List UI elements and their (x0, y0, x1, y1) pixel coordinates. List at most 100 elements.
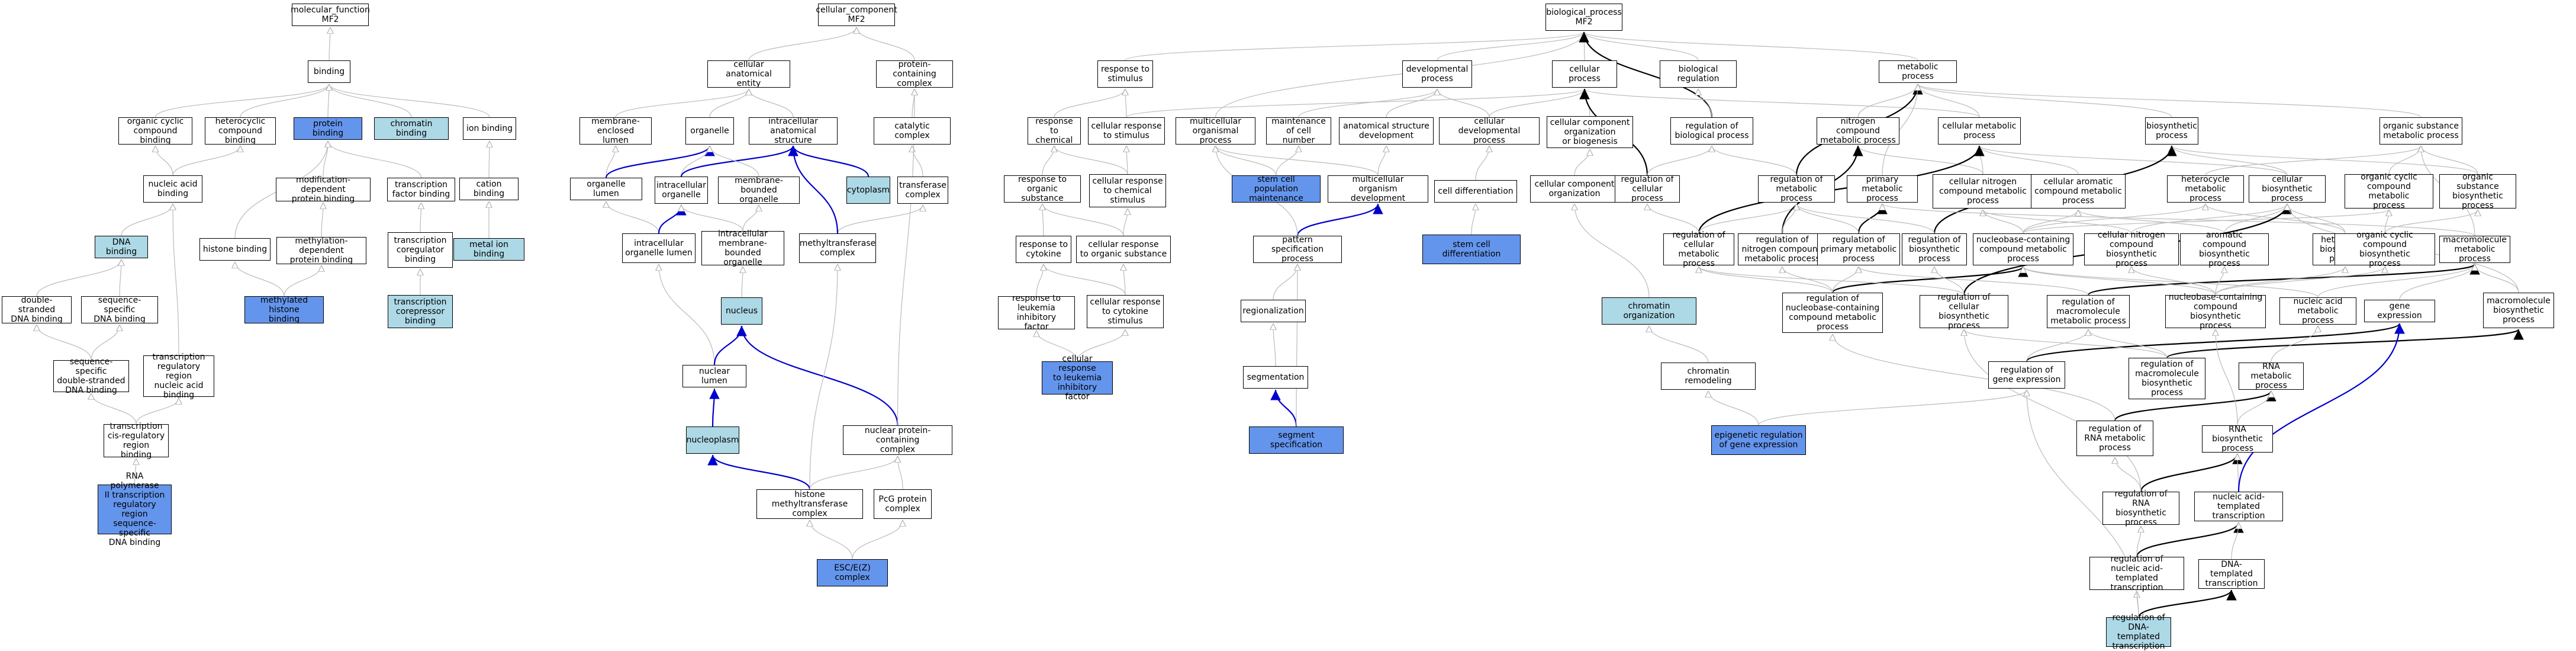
edge-reg-rna-biosynthetic-to-reg-rna-mp (2115, 457, 2142, 492)
edge-reg-gene-expression-to-gene-expression (2026, 322, 2405, 362)
node-regionalization: regionalization (1241, 300, 1306, 322)
edge-transferase-complex-to-catalytic-complex (912, 146, 923, 177)
edge-cellular-response-to-stimulus-to-cellular-process (1126, 88, 1585, 118)
edge-ic-organelle-lumen-to-organelle-lumen (606, 201, 659, 234)
edge-reg-rna-mp-to-rna-mp (2114, 390, 2276, 421)
edge-metabolic-process-to-bp (1584, 31, 1918, 61)
node-catalytic-complex: catalytic complex (874, 117, 951, 145)
node-response-to-stimulus: response to stimulus (1097, 60, 1153, 88)
node-ds-dna-binding: double-stranded DNA binding (2, 296, 72, 324)
edge-nucleoplasm-to-nuclear-lumen (709, 388, 720, 427)
node-pcg-complex: PcG protein complex (874, 489, 932, 519)
node-cellular-nitrogen-compound-mp: cellular nitrogen compound metabolic pro… (1933, 174, 2033, 209)
node-metabolic-process: metabolic process (1879, 60, 1957, 83)
node-stem-cell-differentiation: stem cell differentiation (1422, 235, 1521, 264)
edge-reg-macromolecule-mp-to-macromolecule-mp (2087, 263, 2480, 296)
node-transferase-complex: transferase complex (897, 177, 948, 204)
node-cellular-response-to-cytokine: cellular response to cytokine stimulus (1087, 295, 1164, 328)
node-cell-anat-entity: cellular anatomical entity (707, 60, 790, 88)
edge-ic-anat-structure-to-cell-anat-entity (749, 88, 794, 118)
node-tr-reg-region-na-binding: transcription regulatory region nucleic … (143, 352, 214, 400)
node-tr-corepressor-binding: transcription corepressor binding (388, 295, 453, 328)
edge-seq-spec-ds-dna-binding-to-seq-spec-dna-binding (91, 325, 120, 361)
edge-cellular-nitrogen-compound-mp-to-nitrogen-compound-mp (1858, 145, 1983, 175)
node-mf: molecular_function MF2 (291, 4, 370, 26)
node-biosynthetic-process: biosynthetic process (2145, 117, 2198, 145)
edge-tr-reg-region-na-binding-to-nucleic-acid-binding (173, 204, 179, 356)
node-multicellular-organismal-process: multicellular organismal process (1176, 117, 1255, 145)
node-organelle-lumen: organelle lumen (570, 178, 642, 200)
edge-reg-rna-biosynthetic-to-reg-cellular-biosynthetic (1964, 329, 2142, 492)
node-tf-binding: transcription factor binding (387, 178, 455, 201)
node-developmental-process: developmental process (1402, 60, 1472, 88)
edge-chromatin-binding-to-binding (329, 84, 412, 118)
node-nitrogen-compound-mp: nitrogen compound metabolic process (1817, 117, 1899, 145)
node-esc-e-z-complex: ESC/E(Z) complex (817, 559, 888, 586)
node-ic-mb-organelle: intracellular membrane-bounded organelle (701, 229, 784, 267)
edge-cellular-response-to-chemical-to-response-to-chemical (1054, 145, 1128, 175)
node-epigenetic-reg-gene-expression: epigenetic regulation of gene expression (1711, 425, 1806, 455)
edge-seq-spec-dna-binding-to-dna-binding (120, 259, 121, 297)
edge-nucleobase-containing-compound-biosynthetic-to-aromatic-compound-biosynthetic (2215, 267, 2224, 296)
edge-nucleic-acid-mp-to-macromolecule-mp (2317, 264, 2475, 298)
edge-nucleus-to-ic-mb-organelle (742, 267, 743, 298)
node-reg-gene-expression: regulation of gene expression (1988, 361, 2065, 389)
node-reg-cellular-process: regulation of cellular process (1615, 175, 1680, 203)
edge-reg-biosynthetic-process-to-reg-metabolic-process (1796, 203, 1935, 234)
edge-multicellular-organismal-process-to-bp (1215, 32, 1585, 118)
node-reg-macromolecule-biosynthetic: regulation of macromolecule biosynthetic… (2129, 358, 2205, 399)
node-aromatic-compound-biosynthetic: aromatic compound biosynthetic process (2180, 230, 2269, 268)
node-cytoplasm: cytoplasm (846, 177, 890, 204)
node-membrane-bounded-organelle: membrane-bounded organelle (718, 176, 800, 204)
node-response-to-organic-substance: response to organic substance (1004, 175, 1081, 203)
node-stem-cell-population-maintenance: stem cell population maintenance (1232, 175, 1321, 203)
node-response-to-lif: response to leukemia inhibitory factor (998, 294, 1075, 332)
edge-developmental-process-to-bp (1437, 31, 1584, 61)
node-protein-binding: protein binding (294, 117, 362, 140)
edge-nucleic-acid-binding-to-heterocyclic-binding (172, 145, 240, 176)
edge-cell-anat-entity-to-cc (748, 27, 856, 61)
edge-ds-dna-binding-to-dna-binding (36, 259, 121, 297)
edge-organelle-lumen-to-organelle (605, 145, 715, 178)
node-seq-spec-dna-binding: sequence-specific DNA binding (81, 296, 158, 324)
edge-organic-substance-biosynthetic-to-biosynthetic-process (2172, 145, 2478, 175)
node-anat-structure-development: anatomical structure development (1339, 117, 1434, 145)
edge-rna-biosynthetic-to-rna-mp (2237, 390, 2271, 426)
edge-organic-cyclic-compound-biosynthetic-to-organic-substance-biosynthetic (2384, 209, 2478, 234)
node-nucleobase-containing-compound-biosynthetic: nucleobase-containing compound biosynthe… (2165, 293, 2266, 331)
edge-cellular-mp-to-cellular-process (1585, 88, 1980, 118)
edge-rna-mp-to-nucleic-acid-mp (2271, 325, 2318, 363)
edge-tr-cis-reg-binding-to-tr-reg-region-na-binding (136, 397, 179, 425)
node-rna-mp: RNA metabolic process (2239, 362, 2304, 390)
node-response-to-cytokine: response to cytokine (1016, 236, 1071, 263)
node-nucleobase-containing-compound-mp: nucleobase-containing compound metabolic… (1973, 233, 2073, 265)
edge-methylated-histone-binding-to-histone-binding (235, 261, 285, 297)
node-binding: binding (308, 60, 350, 83)
edge-ic-mb-organelle-to-ic-organelle (681, 204, 743, 232)
node-nuclear-pc-complex: nuclear protein-containing complex (843, 425, 952, 455)
node-methylated-histone-binding: methylated histone binding (244, 296, 324, 324)
node-cellular-response-to-stimulus: cellular response to stimulus (1088, 117, 1165, 145)
node-cellular-response-to-lif: cellular response to leukemia inhibitory… (1042, 354, 1113, 402)
node-macromolecule-mp: macromolecule metabolic process (2439, 235, 2510, 264)
edge-segmentation-to-regionalization (1273, 323, 1276, 367)
node-cellular-mp: cellular metabolic process (1938, 117, 2021, 145)
node-organic-cyclic-binding: organic cyclic compound binding (118, 117, 192, 145)
edge-pattern-specification-to-multicellular-organism-development (1296, 203, 1383, 236)
edge-methylation-dep-binding-to-mod-dep-protein-binding (321, 203, 323, 238)
node-ic-organelle: intracellular organelle (655, 177, 708, 204)
node-chromatin-organization: chromatin organization (1602, 297, 1696, 325)
node-reg-biosynthetic-process: regulation of biosynthetic process (1902, 233, 1967, 265)
edge-cellular-response-to-cytokine-to-response-to-cytokine (1044, 264, 1126, 296)
node-methylation-dep-binding: methylation-dependent protein binding (276, 236, 366, 265)
edge-cellular-response-to-lif-to-cellular-response-to-cytokine (1077, 329, 1125, 362)
node-rnapii-binding: RNA polymerase II transcription regulato… (98, 472, 172, 547)
node-reg-cellular-biosynthetic: regulation of cellular biosynthetic proc… (1920, 293, 2008, 331)
edge-reg-cellular-biosynthetic-to-reg-cellular-mp (1699, 266, 1965, 296)
edge-protein-containing-complex-to-cc (856, 27, 915, 61)
edge-nuclear-lumen-to-ic-organelle-lumen (659, 264, 715, 365)
node-cellular-response-to-chemical: cellular response to chemical stimulus (1089, 174, 1166, 207)
edge-cellular-nitrogen-compound-biosynthetic-to-cellular-biosynthetic-process (2131, 203, 2287, 234)
node-segmentation: segmentation (1243, 366, 1308, 389)
node-chromatin-binding: chromatin binding (374, 117, 449, 140)
